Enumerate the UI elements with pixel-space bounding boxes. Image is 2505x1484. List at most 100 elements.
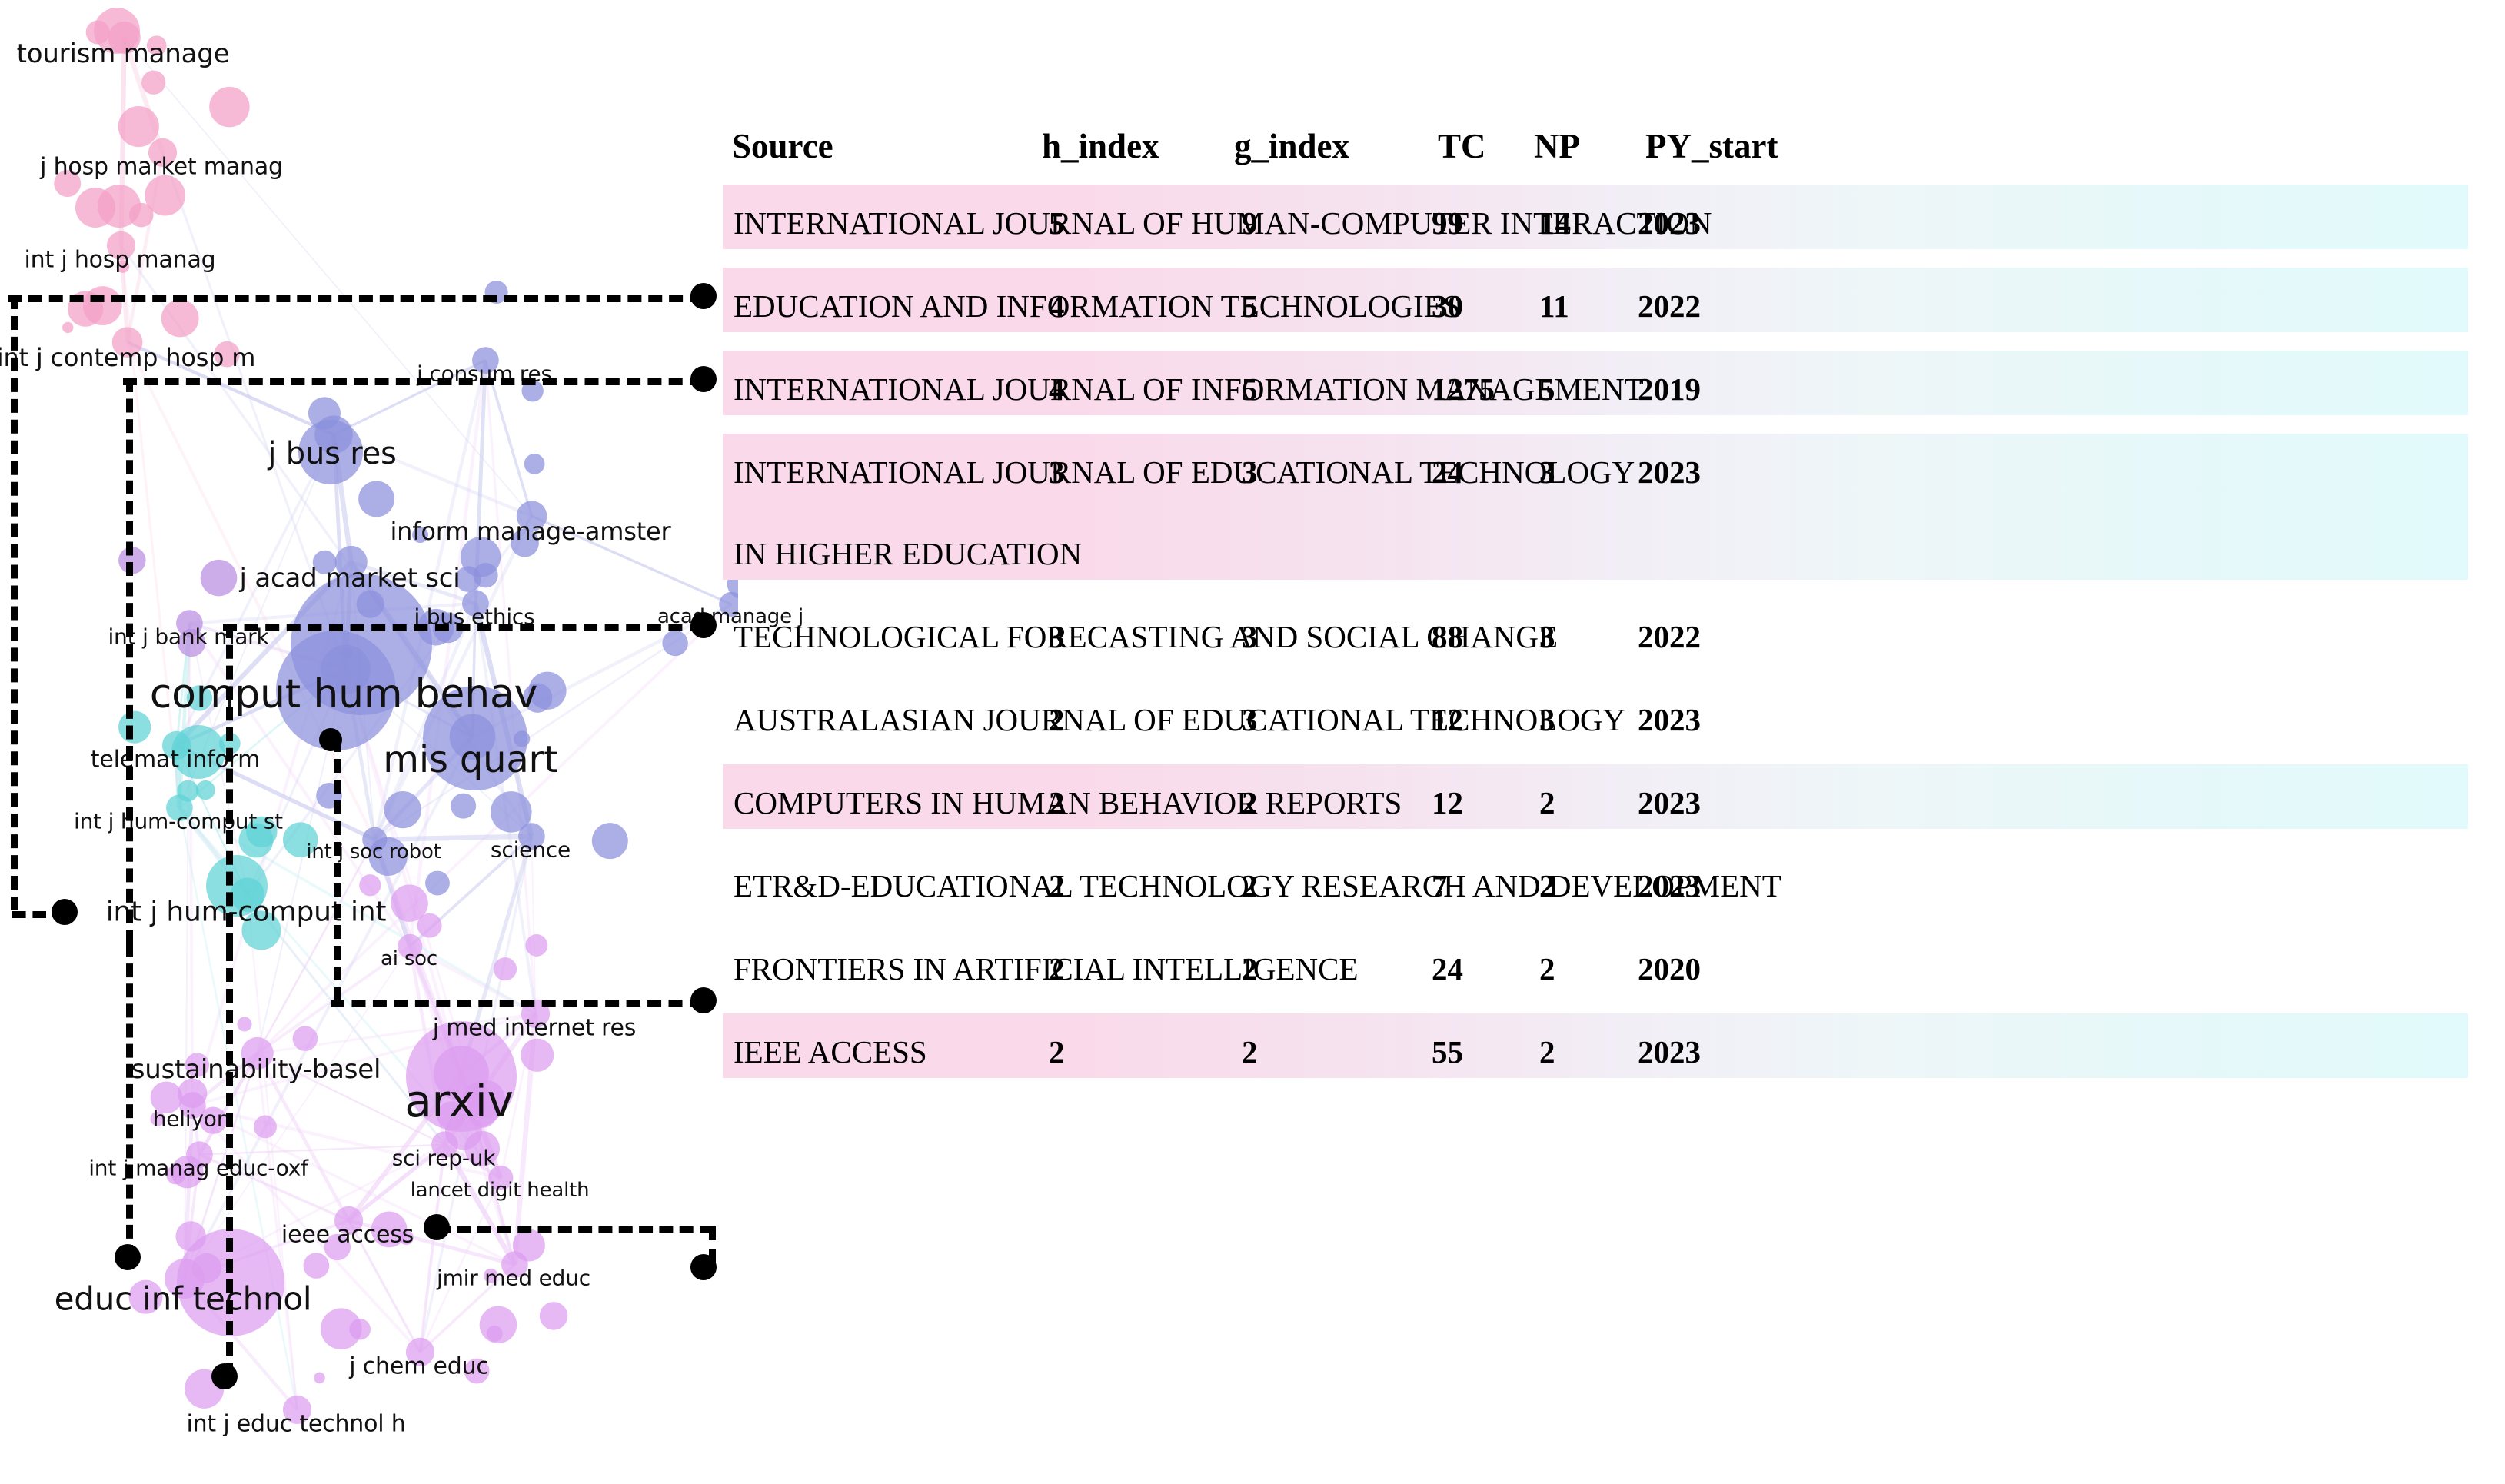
network-node-label: int j hosp manag xyxy=(24,246,216,274)
cell-py-start: 2023 xyxy=(1638,1034,1701,1070)
network-nodes xyxy=(54,8,738,1424)
table-body: INTERNATIONAL JOURNAL OF HUMAN-COMPUTER … xyxy=(723,185,2468,1078)
network-node xyxy=(179,1092,206,1119)
network-edge xyxy=(531,836,537,1014)
cell-source-line2: IN HIGHER EDUCATION xyxy=(734,536,1083,571)
network-svg xyxy=(54,8,738,1424)
network-node-label: j bus res xyxy=(268,436,397,471)
network-edge xyxy=(442,1143,517,1266)
network-edge xyxy=(373,515,534,840)
network-node xyxy=(148,138,178,167)
network-node xyxy=(473,563,498,588)
network-node xyxy=(521,1038,554,1072)
network-node xyxy=(200,559,238,597)
network-node xyxy=(349,1318,371,1340)
cell-np: 11 xyxy=(1539,288,1569,324)
network-node-label: science xyxy=(491,837,571,863)
row-background xyxy=(723,351,2468,415)
network-node xyxy=(719,591,738,617)
network-node xyxy=(391,884,428,922)
network-edge xyxy=(126,341,334,437)
network-node xyxy=(195,780,215,800)
network-edge xyxy=(374,834,532,843)
table-row: AUSTRALASIAN JOURNAL OF EDUCATIONAL TECH… xyxy=(723,681,2468,746)
cell-py-start: 2023 xyxy=(1638,785,1701,820)
cell-g-index: 5 xyxy=(1242,288,1258,324)
network-node xyxy=(54,170,82,198)
cell-py-start: 2022 xyxy=(1638,619,1701,654)
row-background xyxy=(723,1013,2468,1078)
connector-vline-left xyxy=(11,295,18,910)
network-node xyxy=(488,1165,514,1190)
connector-line-hci xyxy=(12,911,46,918)
cell-h-index: 2 xyxy=(1049,868,1065,903)
network-node-label: int j contemp hosp m xyxy=(0,343,256,372)
network-node xyxy=(185,1053,210,1077)
connector-line-row4 xyxy=(223,624,704,631)
connector-dot-row1 xyxy=(690,283,717,309)
network-edge xyxy=(350,560,477,605)
network-node xyxy=(524,453,545,474)
network-node xyxy=(425,870,450,896)
network-node xyxy=(525,933,548,957)
connector-vline-ieee xyxy=(709,1226,716,1263)
network-node xyxy=(303,1253,330,1279)
network-node xyxy=(591,823,628,860)
network-node xyxy=(406,1021,517,1132)
connector-vline-box7 xyxy=(334,738,341,1001)
network-node xyxy=(518,823,545,850)
network-node xyxy=(358,481,395,517)
network-edge xyxy=(484,360,537,1014)
network-node-label: educ inf technol xyxy=(54,1279,312,1318)
cell-h-index: 2 xyxy=(1049,1034,1065,1070)
network-node xyxy=(241,1036,274,1070)
network-edge xyxy=(419,1177,502,1353)
connector-line-row7 xyxy=(331,1000,704,1007)
network-node-label: int j hum-comput st xyxy=(74,808,283,834)
network-node xyxy=(472,347,499,374)
network-edge xyxy=(255,1052,351,1222)
network-edge xyxy=(347,1143,446,1223)
network-node xyxy=(539,1302,568,1330)
cell-h-index: 3 xyxy=(1049,619,1065,654)
network-node xyxy=(398,933,423,959)
connector-line-ieee xyxy=(437,1226,714,1233)
cell-py-start: 2023 xyxy=(1638,205,1701,241)
network-node xyxy=(94,8,140,54)
cell-h-index: 3 xyxy=(1049,454,1065,490)
connector-dot-row7 xyxy=(690,987,717,1013)
table-row: INTERNATIONAL JOURNAL OF HUMAN-COMPUTER … xyxy=(723,185,2468,249)
col-header-tc: TC xyxy=(1438,127,1486,165)
network-node xyxy=(62,321,74,334)
cell-tc: 7 xyxy=(1432,868,1448,903)
row-background xyxy=(723,764,2468,829)
cell-np: 14 xyxy=(1539,205,1571,241)
cell-h-index: 4 xyxy=(1049,288,1065,324)
connector-dot-edutechh xyxy=(211,1363,238,1389)
network-node xyxy=(75,188,115,228)
network-node-label: telemat inform xyxy=(90,746,261,774)
network-node-label: tourism manage xyxy=(16,38,230,69)
network-node xyxy=(146,35,167,56)
cell-h-index: 5 xyxy=(1049,205,1065,241)
cell-source: AUSTRALASIAN JOURNAL OF EDUCATIONAL TECH… xyxy=(734,702,1626,737)
network-node xyxy=(118,106,159,148)
cell-source: FRONTIERS IN ARTIFICIAL INTELLIGENCE xyxy=(734,951,1359,987)
network-node xyxy=(359,874,381,897)
col-header-np: NP xyxy=(1534,127,1580,165)
network-node-label: sci rep-uk xyxy=(391,1145,496,1171)
cell-py-start: 2020 xyxy=(1638,951,1701,987)
cell-py-start: 2019 xyxy=(1638,371,1701,407)
cell-source: TECHNOLOGICAL FORECASTING AND SOCIAL CHA… xyxy=(734,619,1559,654)
cell-py-start: 2023 xyxy=(1638,868,1701,903)
network-edge xyxy=(256,839,376,1054)
network-node xyxy=(417,913,442,938)
network-node xyxy=(464,1130,500,1166)
cell-tc: 88 xyxy=(1432,619,1463,654)
network-node-label: j chem educ xyxy=(349,1353,489,1380)
connector-vline-box2 xyxy=(126,378,133,943)
connector-vline-educinf xyxy=(126,943,133,1259)
network-node xyxy=(150,1111,165,1126)
